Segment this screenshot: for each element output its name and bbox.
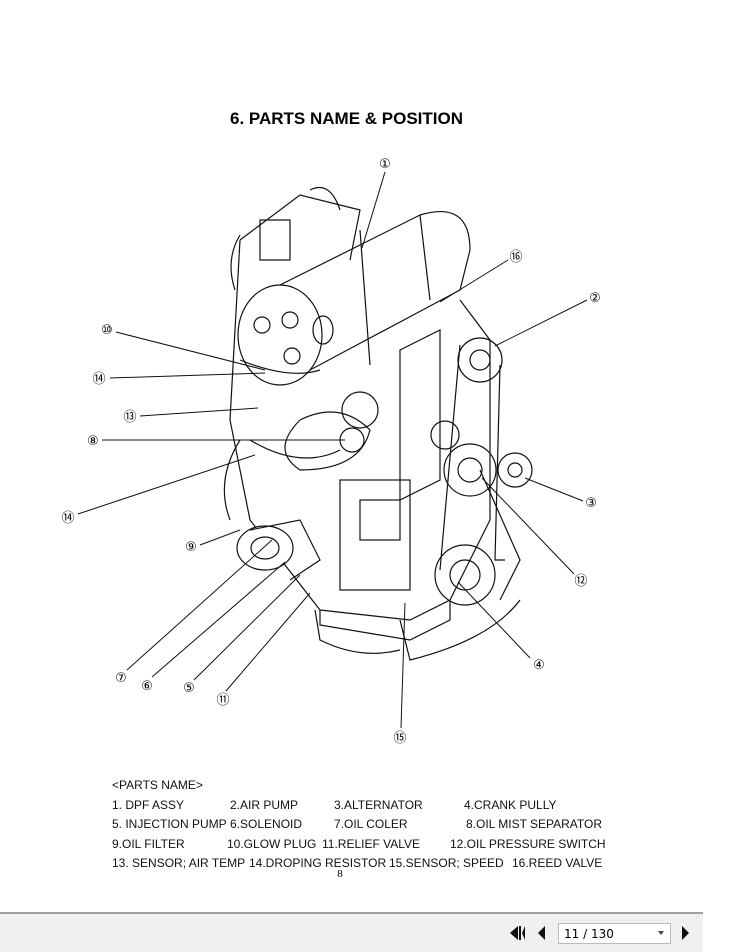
page-select-value: 11 / 130 <box>564 927 614 941</box>
page-title: 6. PARTS NAME & POSITION <box>230 109 463 128</box>
callout-9: ⑨ <box>185 540 197 555</box>
part-item: 4.CRANK PULLY <box>464 797 557 812</box>
callout-labels: ① ⑯ ② ⑩ ⑭ ⑬ ⑧ ⑭ ⑨ ③ ⑫ ④ ⑦ ⑥ ⑤ ⑪ ⑮ <box>61 157 600 746</box>
callout-10: ⑩ <box>101 323 113 338</box>
part-item: 15.SENSOR; SPEED <box>389 856 504 870</box>
leader-lines <box>77 171 588 729</box>
callout-4: ④ <box>533 658 545 673</box>
engine-diagram: ① ⑯ ② ⑩ ⑭ ⑬ ⑧ ⑭ ⑨ ③ ⑫ ④ ⑦ ⑥ ⑤ ⑪ ⑮ <box>61 157 600 746</box>
part-item: 8.OIL MIST SEPARATOR <box>466 817 603 831</box>
part-item: 14.DROPING RESISTOR <box>249 856 387 870</box>
callout-7: ⑦ <box>115 671 127 686</box>
page-number: 8 <box>337 868 343 880</box>
part-item: 12.OIL PRESSURE SWITCH <box>450 836 606 851</box>
first-page-icon[interactable] <box>510 926 526 940</box>
part-item: 5. INJECTION PUMP <box>112 817 227 831</box>
callout-14a: ⑭ <box>92 372 105 387</box>
engine-drawing <box>223 186 533 661</box>
callout-14b: ⑭ <box>61 511 74 526</box>
part-item: 11.RELIEF VALVE <box>322 836 421 851</box>
previous-page-icon[interactable] <box>537 926 547 940</box>
callout-5: ⑤ <box>183 681 195 696</box>
callout-13: ⑬ <box>123 410 136 425</box>
part-item: 6.SOLENOID <box>230 817 303 831</box>
part-item: 9.OIL FILTER <box>112 836 185 851</box>
next-page-icon[interactable] <box>681 926 691 940</box>
callout-8: ⑧ <box>87 434 99 449</box>
part-item: 7.OIL COLER <box>334 817 408 831</box>
callout-11: ⑪ <box>216 693 229 708</box>
callout-6: ⑥ <box>141 679 153 694</box>
part-item: 13. SENSOR; AIR TEMP <box>112 856 246 870</box>
callout-3: ③ <box>585 496 597 511</box>
callout-16: ⑯ <box>509 250 522 265</box>
chevron-down-icon[interactable] <box>658 931 664 935</box>
callout-2: ② <box>589 291 601 306</box>
part-item: 3.ALTERNATOR <box>334 797 423 812</box>
callout-15: ⑮ <box>393 731 406 746</box>
pdf-toolbar: 11 / 130 <box>0 912 703 952</box>
part-item: 16.REED VALVE <box>512 856 603 870</box>
callout-12: ⑫ <box>574 574 587 589</box>
part-item: 10.GLOW PLUG <box>227 836 317 851</box>
callout-1: ① <box>379 157 391 172</box>
part-item: 1. DPF ASSY <box>112 797 185 812</box>
page-select[interactable]: 11 / 130 <box>558 923 671 944</box>
parts-heading: <PARTS NAME> <box>112 778 203 792</box>
part-item: 2.AIR PUMP <box>230 797 299 812</box>
